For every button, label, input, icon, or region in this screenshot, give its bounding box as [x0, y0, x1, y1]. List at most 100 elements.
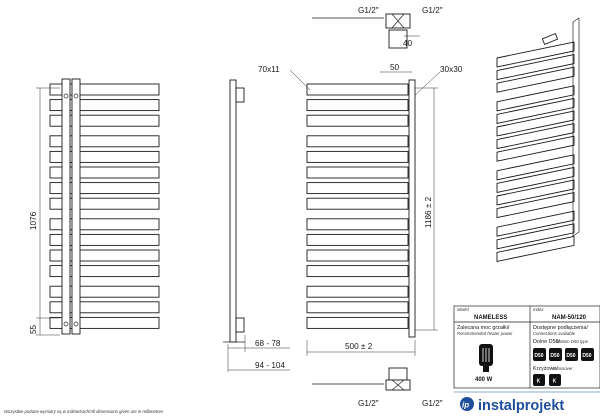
rear-bar: [306, 114, 409, 127]
iso-bar: [496, 166, 575, 193]
rear-bar: [306, 265, 409, 278]
bottom-label-en: Bottom D50 type: [556, 339, 589, 344]
rear-bar: [306, 99, 409, 112]
iso-rail: [572, 17, 580, 237]
brand-name: instalprojekt: [478, 398, 564, 414]
rear-bar: [306, 285, 409, 298]
badge-d50: D50: [565, 348, 578, 361]
top-conn-left-label: G1/2": [358, 6, 379, 15]
front-bar: [49, 197, 160, 210]
badge-k: K: [549, 374, 561, 386]
iso-bar: [496, 66, 575, 93]
connections-label-pl: Dostępne podłączenia/: [533, 325, 588, 331]
side-profile: [229, 79, 237, 343]
rear-bar: [306, 150, 409, 163]
badge-d50-text: D50: [534, 353, 543, 359]
iso-bar: [496, 123, 575, 150]
iso-bar: [496, 192, 575, 219]
rear-bar: [306, 166, 409, 179]
model-label: Model: [457, 307, 470, 312]
heater-icon: [479, 344, 493, 372]
front-bar: [49, 166, 160, 179]
badge-d50-text: D50: [582, 353, 591, 359]
footer-note-pl: Wszystkie podane wymiary są w milimetrac…: [4, 409, 164, 414]
front-bar: [49, 316, 160, 329]
index-value: NAM-50/120: [552, 315, 587, 321]
side-view: 68 - 78 94 - 104: [223, 79, 290, 372]
badge-bg: [533, 374, 545, 386]
info-block-frame: [453, 305, 600, 389]
front-bar: [49, 83, 160, 96]
index-label: Index: [533, 307, 544, 312]
rear-bar: [306, 233, 409, 246]
height-dim-label: 1076: [29, 211, 38, 230]
bottom-label-pl: Dolne D50/: [533, 339, 560, 345]
iso-bar: [496, 154, 575, 181]
rear-bar: [306, 301, 409, 314]
front-bar: [49, 285, 160, 298]
badge-d50-text: D50: [550, 353, 559, 359]
footer-note-en-text: All dimensions given are in millimetres: [89, 409, 164, 414]
spacing-dim-label: 1186 ± 2: [424, 196, 433, 228]
front-bar: [49, 99, 160, 112]
front-rail-left: [61, 78, 71, 335]
rear-bar: [306, 182, 409, 195]
badge-bg: [549, 374, 561, 386]
front-bar: [49, 150, 160, 163]
ip-logo-icon: ip: [460, 397, 474, 411]
front-bar: [49, 249, 160, 262]
rear-bar: [306, 135, 409, 148]
rear-bar: [306, 197, 409, 210]
top-conn-right-label: G1/2": [422, 6, 443, 15]
badge-d50-text: D50: [566, 353, 575, 359]
footer: Wszystkie podane wymiary są w milimetrac…: [4, 391, 600, 414]
badge-k-text: K: [537, 379, 541, 385]
iso-connector: [541, 33, 559, 45]
bottom-badges: D50 D50 D50 D50: [533, 348, 594, 361]
pipe-dim-40-label: 40: [403, 39, 413, 48]
iso-bar: [496, 223, 575, 250]
bottom-dim-label: 55: [29, 324, 38, 334]
badge-bg: [533, 348, 546, 361]
iso-bar: [496, 41, 575, 68]
isometric-view: [496, 17, 580, 262]
badge-d50: D50: [581, 348, 594, 361]
rear-rail: [408, 79, 416, 338]
iso-bar: [496, 210, 575, 237]
front-view: 1076 55: [29, 78, 160, 336]
front-bar: [49, 218, 160, 231]
badge-d50: D50: [549, 348, 562, 361]
iso-bar: [496, 135, 575, 162]
badge-bg: [549, 348, 562, 361]
front-rail-right: [71, 78, 81, 335]
rear-bar: [306, 218, 409, 231]
side-bracket-bottom: [235, 317, 245, 333]
power-label-pl: Zalecana moc grzałki/: [457, 325, 510, 331]
rear-bar: [306, 83, 409, 96]
badge-d50: D50: [533, 348, 546, 361]
iso-bar: [496, 85, 575, 112]
depth-max-label: 94 - 104: [255, 361, 285, 370]
rear-view-bars: [306, 83, 409, 329]
info-block: Model NAMELESS Index NAM-50/120 Zalecana…: [453, 305, 600, 389]
svg-text:ip: ip: [462, 401, 469, 410]
badge-k: K: [533, 374, 545, 386]
bottom-conn-left-label: G1/2": [358, 399, 379, 408]
front-connection-bottom-right-icon: [73, 321, 79, 327]
iso-bar: [496, 97, 575, 124]
tube-section-leader: [413, 71, 441, 97]
isometric-bars: [496, 41, 575, 262]
front-bar: [49, 265, 160, 278]
front-connection-top-icon: [63, 93, 69, 99]
front-view-bars: [49, 83, 160, 329]
front-bar: [49, 233, 160, 246]
depth-min-label: 68 - 78: [255, 339, 281, 348]
model-value: NAMELESS: [474, 315, 507, 321]
front-bar: [49, 182, 160, 195]
rear-bar: [306, 249, 409, 262]
front-bar: [49, 301, 160, 314]
iso-bar: [496, 235, 575, 262]
power-label-en: Recommended heater power: [457, 331, 513, 336]
